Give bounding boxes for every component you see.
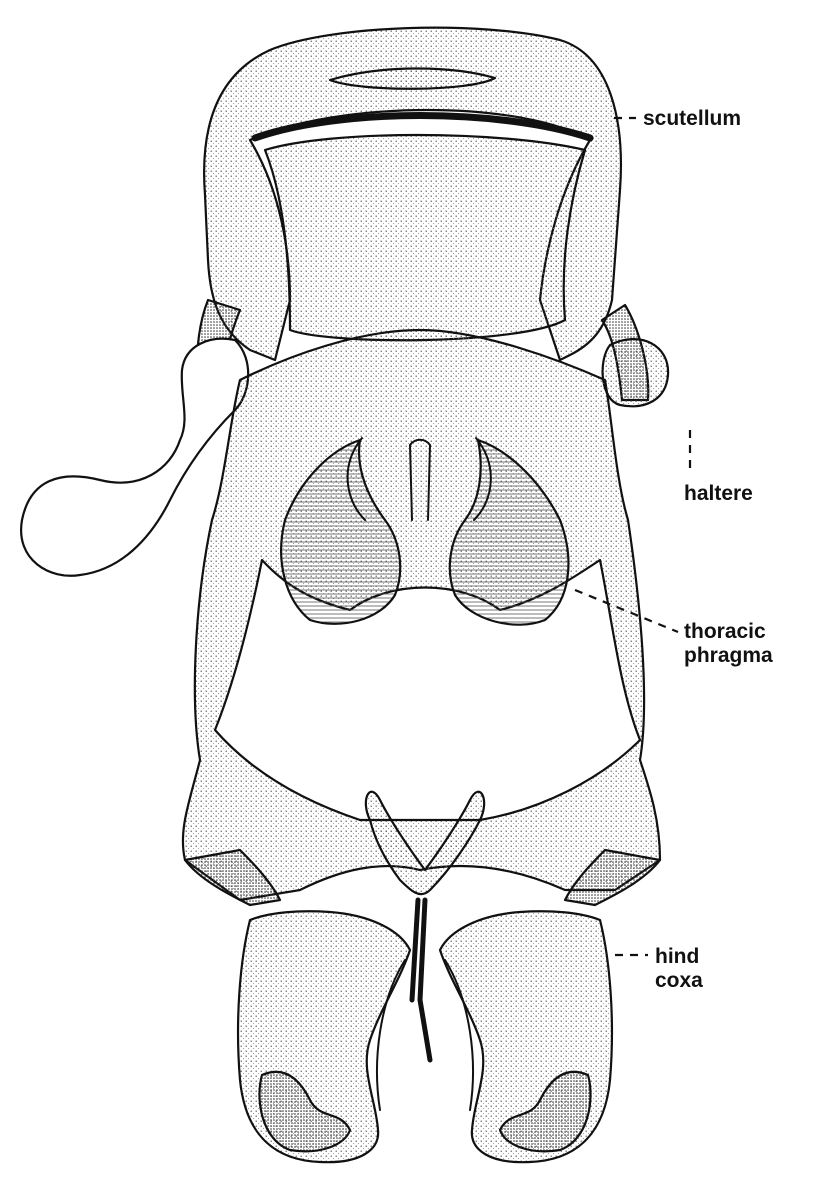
label-hind-coxa: hind coxa [655,945,703,993]
label-thoracic-line2: phragma [684,644,773,668]
label-thoracic-line1: thoracic [684,620,773,644]
label-hind-line1: hind [655,945,703,969]
label-thoracic-phragma: thoracic phragma [684,620,773,668]
label-scutellum: scutellum [643,107,741,131]
haltere-right [603,339,669,406]
label-hind-line2: coxa [655,969,703,993]
label-haltere: haltere [684,482,753,506]
inner-cavity [215,560,640,820]
mesonotum [265,135,585,340]
